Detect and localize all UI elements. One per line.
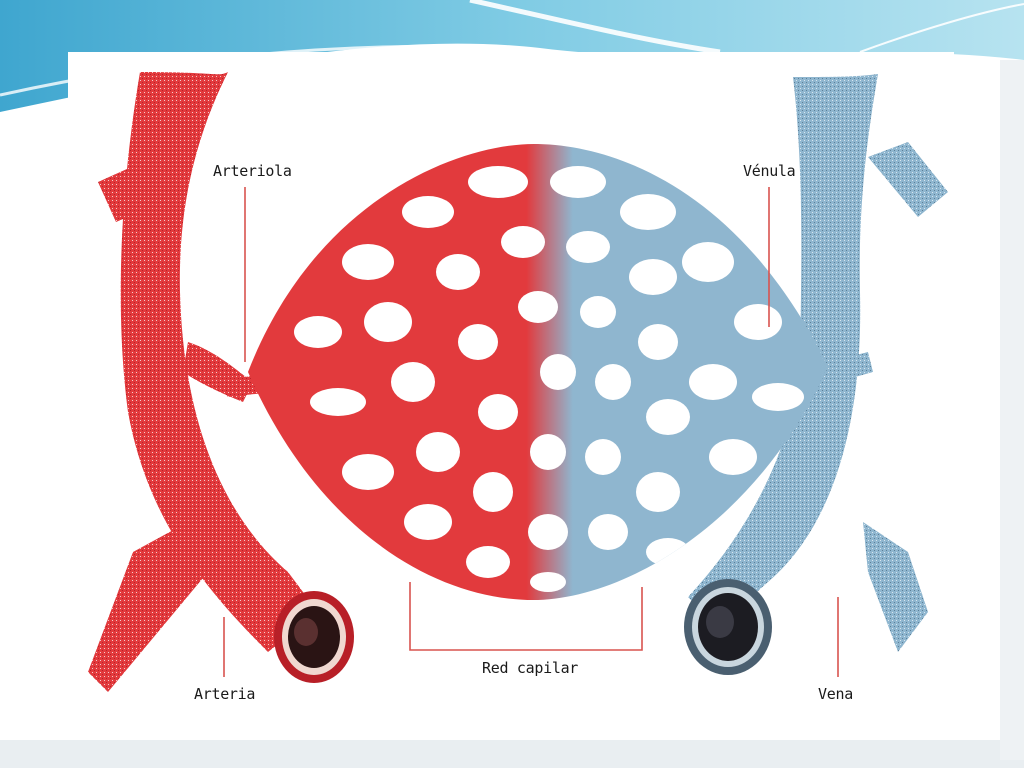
artery-vessel-icon (88, 72, 354, 692)
vein-vessel-icon (684, 74, 948, 675)
diagram-panel: Arteriola Vénula Arteria Vena Red capila… (68, 52, 954, 716)
leader-red-capilar (409, 582, 643, 651)
capillary-network-icon (218, 143, 873, 601)
capillary-network-diagram (88, 72, 948, 692)
label-venula: Vénula (743, 162, 796, 180)
label-vena: Vena (818, 685, 853, 703)
label-arteriola: Arteriola (213, 162, 292, 180)
label-arteria: Arteria (194, 685, 256, 703)
label-red-capilar: Red capilar (482, 659, 579, 677)
